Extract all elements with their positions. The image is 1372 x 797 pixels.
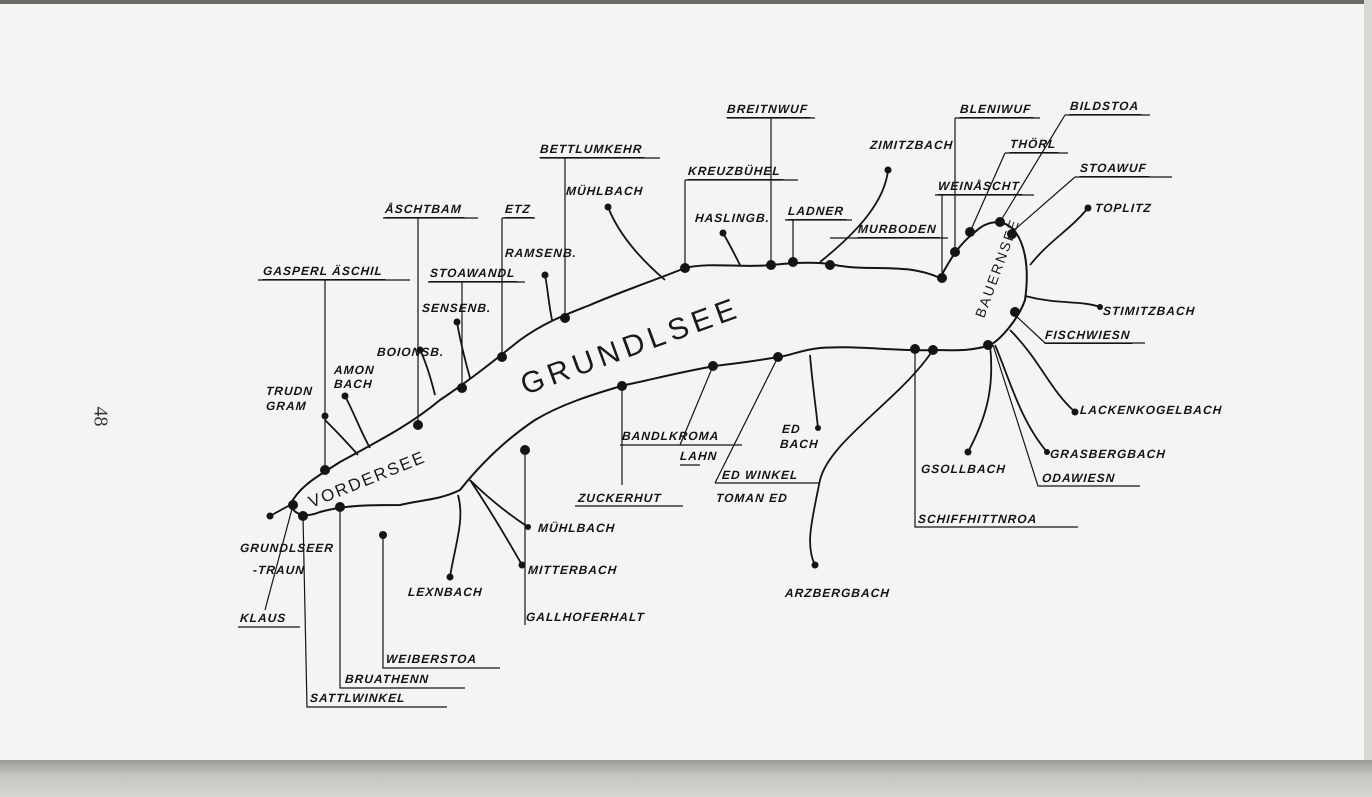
label-traun: -TRAUN xyxy=(252,563,306,577)
page-bottom-shadow xyxy=(0,760,1372,797)
label-ed-winkel: ED WINKEL xyxy=(721,468,799,482)
label-toplitz: TOPLITZ xyxy=(1094,201,1153,215)
label-bleniwuf: BLENIWUF xyxy=(959,102,1035,118)
label-lackenkogelbach: LACKENKOGELBACH xyxy=(1079,403,1223,417)
label-grundlseer: GRUNDLSEER xyxy=(239,541,335,555)
label-haslingb: HASLINGB. xyxy=(694,211,771,225)
label-amon: AMON xyxy=(333,363,376,377)
label-amon-bach: BACH xyxy=(333,377,374,391)
label-breitnwuf: BREITNWUF xyxy=(726,102,812,118)
label-lexnbach: LEXNBACH xyxy=(407,585,484,599)
label-gallhoferhalt: GALLHOFERHALT xyxy=(525,610,646,624)
label-trudn: TRUDN xyxy=(265,384,314,398)
label-stoawandl: STOAWANDL xyxy=(429,266,520,282)
label-mitterbach: MITTERBACH xyxy=(527,563,618,577)
label-klaus: KLAUS xyxy=(239,611,287,625)
label-aaschtbam: ÅSCHTBAM xyxy=(384,202,466,218)
label-kreuzbuehel: KREUZBÜHEL xyxy=(687,164,785,180)
label-etz: ETZ xyxy=(504,202,535,218)
label-muehlbach-south: MÜHLBACH xyxy=(537,521,616,535)
label-trudn-gram: GRAM xyxy=(265,399,308,413)
label-bettlumkehr: BETTLUMKEHR xyxy=(539,142,646,158)
label-sensenb: SENSENB. xyxy=(421,301,492,315)
label-sattlwinkel: SATTLWINKEL xyxy=(309,691,406,705)
page-right-edge xyxy=(1364,0,1372,797)
leader-lines xyxy=(238,114,1172,708)
label-toman-ed: TOMAN ED xyxy=(715,491,789,505)
label-odawiesn: ODAWIESN xyxy=(1041,471,1116,485)
label-thoerl: THÖRL xyxy=(1009,137,1060,153)
label-gasperl-aeschil: GASPERL ÄSCHIL xyxy=(262,264,387,280)
label-weiberstoa: WEIBERSTOA xyxy=(385,652,478,666)
label-stoawuf: STOAWUF xyxy=(1079,161,1151,177)
label-ramsenb: RAMSENB. xyxy=(504,246,578,260)
label-bandlkroma: BANDLKROMA xyxy=(621,429,720,443)
label-bruathenn: BRUATHENN xyxy=(344,672,430,686)
label-gsollbach: GSOLLBACH xyxy=(920,462,1007,476)
page-top-edge xyxy=(0,0,1372,4)
label-zimitzbach: ZIMITZBACH xyxy=(869,138,954,152)
label-lahn: LAHN xyxy=(679,449,718,463)
label-grasbergbach: GRASBERGBACH xyxy=(1049,447,1167,461)
label-ed-bach: BACH xyxy=(779,437,820,451)
label-stimitzbach: STIMITZBACH xyxy=(1102,304,1196,318)
label-muehlbach-north: MÜHLBACH xyxy=(565,184,644,198)
label-boionsb: BOIONSB. xyxy=(376,345,445,359)
label-bildstoa: BILDSTOA xyxy=(1069,99,1143,115)
label-zuckerhut: ZUCKERHUT xyxy=(577,491,663,505)
label-fischwiesn: FISCHWIESN xyxy=(1044,328,1134,344)
label-murboden: MURBODEN xyxy=(857,222,941,238)
streams xyxy=(269,169,1101,578)
lake-shoreline xyxy=(288,221,1028,517)
label-arzbergbach: ARZBERGBACH xyxy=(784,586,891,600)
label-weinaascht: WEINÅSCHT xyxy=(937,179,1024,195)
label-ladner: LADNER xyxy=(787,204,848,220)
label-schiffhittnroa: SCHIFFHITTNROA xyxy=(917,512,1038,526)
location-dots xyxy=(266,166,1103,581)
label-ed: ED xyxy=(781,422,802,436)
